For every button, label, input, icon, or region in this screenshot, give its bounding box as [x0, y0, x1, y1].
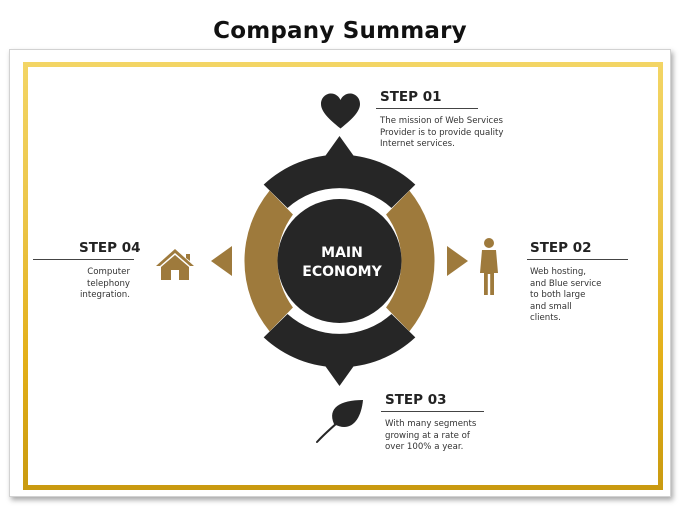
house-icon [156, 249, 194, 280]
step-01-title: STEP 01 [380, 89, 442, 105]
center-circle [277, 199, 402, 323]
segment-left [244, 190, 293, 332]
step-03-title: STEP 03 [385, 392, 447, 408]
arrow-tip-left [211, 246, 232, 276]
arrow-tip-right [447, 246, 468, 276]
arrow-tip-bottom [324, 365, 355, 386]
heart-icon [321, 93, 360, 129]
center-label: MAIN ECONOMY [283, 244, 401, 282]
center-label-line1: MAIN [321, 245, 363, 261]
step-03-description: With many segments growing at a rate of … [385, 419, 477, 453]
step-02-description: Web hosting, and Blue service to both la… [530, 267, 602, 324]
step-02-title: STEP 02 [530, 240, 592, 256]
step-01-rule [376, 108, 478, 109]
segment-bottom [263, 314, 416, 368]
arrow-tip-top [324, 136, 355, 157]
center-label-line2: ECONOMY [302, 264, 382, 280]
step-03-rule [381, 411, 484, 412]
step-04-rule [33, 259, 134, 260]
step-04-description: Computer telephony integration. [80, 267, 130, 301]
step-04-title: STEP 04 [79, 240, 141, 256]
step-01-description: The mission of Web Services Provider is … [380, 116, 504, 150]
page-title: Company Summary [213, 18, 467, 44]
segment-top [263, 154, 416, 208]
segment-right [386, 190, 435, 332]
person-icon [480, 238, 498, 295]
leaf-icon [316, 400, 363, 443]
step-02-rule [527, 259, 628, 260]
